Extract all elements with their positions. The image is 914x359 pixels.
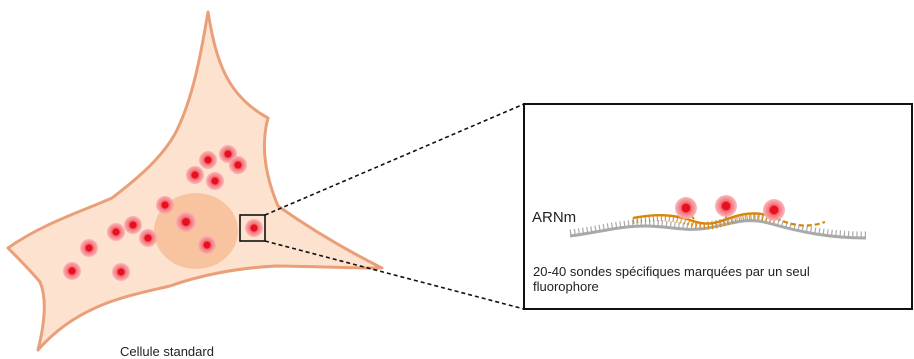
fluorescent-spot-icon [199, 151, 217, 169]
fluorescent-spot-icon [112, 263, 130, 281]
fluorescent-spots [63, 145, 263, 281]
probe-caption-line1: 20-40 sondes spécifiques marquées par un… [533, 264, 810, 279]
fluorescent-spot-icon [107, 223, 125, 241]
fluorescent-spot-icon [124, 216, 142, 234]
zoom-source-box [239, 214, 266, 242]
fluorescent-spot-icon [198, 236, 216, 254]
zoom-connector-bottom [264, 240, 525, 310]
fluorescent-spot-icon [63, 262, 81, 280]
fluorescent-spot-icon [176, 212, 196, 232]
fluorescent-spot-icon [715, 195, 737, 217]
cell-nucleus [154, 193, 238, 269]
fluorescent-spot-icon [763, 199, 785, 221]
fluorescent-spot-icon [675, 197, 697, 219]
cell-caption: Cellule standard [120, 344, 214, 359]
probe-caption-line2: fluorophore [533, 279, 599, 294]
fluorescent-spot-icon [156, 196, 174, 214]
fluorescent-spot-icon [186, 166, 204, 184]
fluorescent-spot-icon [229, 156, 247, 174]
zoom-connector-top [264, 103, 525, 216]
fluorescent-spot-icon [139, 229, 157, 247]
mrna-label: ARNm [532, 209, 577, 226]
fluorescent-spot-icon [245, 219, 263, 237]
fluorescent-spot-icon [206, 172, 224, 190]
fluorescent-spot-icon [80, 239, 98, 257]
probe-caption: 20-40 sondes spécifiques marquées par un… [533, 264, 903, 294]
